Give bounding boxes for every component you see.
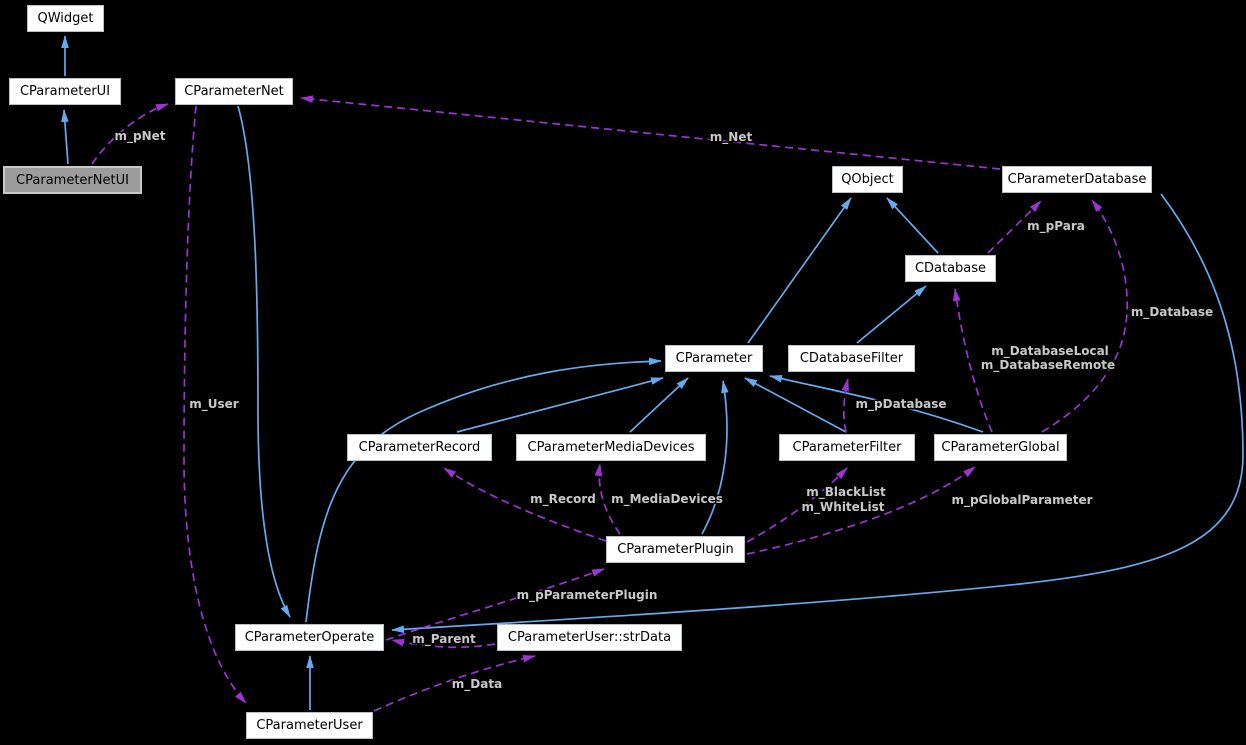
edge-usage-m-net	[300, 95, 1001, 170]
node-cparameter[interactable]: CParameter	[665, 345, 763, 372]
edge-label-m-databaselocal: m_DatabaseLocal	[991, 344, 1109, 359]
node-cparameteroperate[interactable]: CParameterOperate	[235, 624, 384, 651]
edge-label-m-data: m_Data	[452, 677, 502, 692]
edge-usage-m-database	[1041, 199, 1128, 433]
edge-inherit-cparameteroperate-to-cparameter	[305, 357, 662, 623]
edge-label-m-net: m_Net	[710, 130, 753, 145]
edge-usage-m-blacklist-whitelist	[746, 467, 848, 543]
node-cparameteruser-strdata[interactable]: CParameterUser::strData	[497, 624, 682, 651]
edge-label-m-parent: m_Parent	[412, 632, 476, 647]
node-cparameterrecord[interactable]: CParameterRecord	[347, 434, 492, 461]
edge-label-m-pdatabase: m_pDatabase	[856, 397, 947, 412]
node-cparameterdatabase[interactable]: CParameterDatabase	[1002, 166, 1152, 193]
edge-inherit-cparameterglobal-to-cparameter	[769, 375, 984, 433]
node-qobject[interactable]: QObject	[832, 166, 903, 193]
edge-label-m-pglobalparameter: m_pGlobalParameter	[951, 493, 1092, 508]
node-cparametermediadevices[interactable]: CParameterMediaDevices	[516, 434, 706, 461]
edge-label-m-database: m_Database	[1131, 305, 1213, 320]
node-cdatabase[interactable]: CDatabase	[905, 255, 996, 282]
edge-label-m-whitelist: m_WhiteList	[802, 500, 885, 515]
edge-label-m-pnet: m_pNet	[114, 129, 165, 144]
edge-usage-m-pglobalparameter	[746, 466, 976, 555]
edge-inherit-cparameterdatabase-to-cparameteroperate	[391, 193, 1244, 634]
node-cdatabasefilter[interactable]: CDatabaseFilter	[788, 345, 915, 372]
edge-inherit-cdatabasefilter-to-cdatabase	[856, 285, 927, 344]
edge-label-m-ppara: m_pPara	[1027, 219, 1085, 234]
edge-inherit-cparameterplugin-to-cparameter	[701, 380, 729, 535]
edge-usage-m-pdatabase	[841, 378, 849, 433]
edge-label-m-databaseremote: m_DatabaseRemote	[981, 358, 1115, 373]
edge-label-m-user: m_User	[189, 397, 239, 412]
edge-usage-m-record	[443, 467, 607, 542]
edge-label-m-blacklist: m_BlackList	[806, 485, 886, 500]
edge-inherit-cparametermediadevices-to-cparameter	[629, 377, 689, 433]
edge-usage-m-pparameterplugin	[385, 568, 605, 641]
edge-label-m-mediadevices: m_MediaDevices	[611, 492, 723, 507]
edge-inherit-cparameterfilter-to-cparameter	[744, 377, 847, 433]
edge-label-m-pparameterplugin: m_pParameterPlugin	[517, 588, 658, 603]
edge-inherit-cparameternetui-to-cparameterui	[61, 109, 69, 165]
edge-inherit-cdatabase-to-qobject	[886, 197, 939, 254]
node-cparameterglobal[interactable]: CParameterGlobal	[934, 434, 1067, 461]
node-cparameterui[interactable]: CParameterUI	[9, 78, 121, 105]
edge-usage-m-data	[373, 654, 536, 712]
edge-usage-m-user	[183, 105, 247, 704]
edge-inherit-cparameternet-to-cparameteroperate	[237, 105, 291, 618]
node-cparameterfilter[interactable]: CParameterFilter	[779, 434, 915, 461]
node-cparameteruser[interactable]: CParameterUser	[246, 712, 373, 739]
node-cparameternetui[interactable]: CParameterNetUI	[3, 166, 142, 194]
node-cparameternet[interactable]: CParameterNet	[175, 78, 293, 105]
edge-usage-m-databaselocal-remote	[952, 288, 993, 433]
edge-usage-m-parent	[391, 639, 496, 649]
edge-usage-m-mediadevices	[594, 463, 621, 535]
node-qwidget[interactable]: QWidget	[27, 5, 104, 32]
node-cparameterplugin[interactable]: CParameterPlugin	[606, 536, 745, 563]
edge-inherit-cparameter-to-qobject	[747, 197, 852, 344]
edge-label-m-record: m_Record	[530, 492, 596, 507]
edge-inherit-cparameterrecord-to-cparameter	[456, 377, 664, 433]
